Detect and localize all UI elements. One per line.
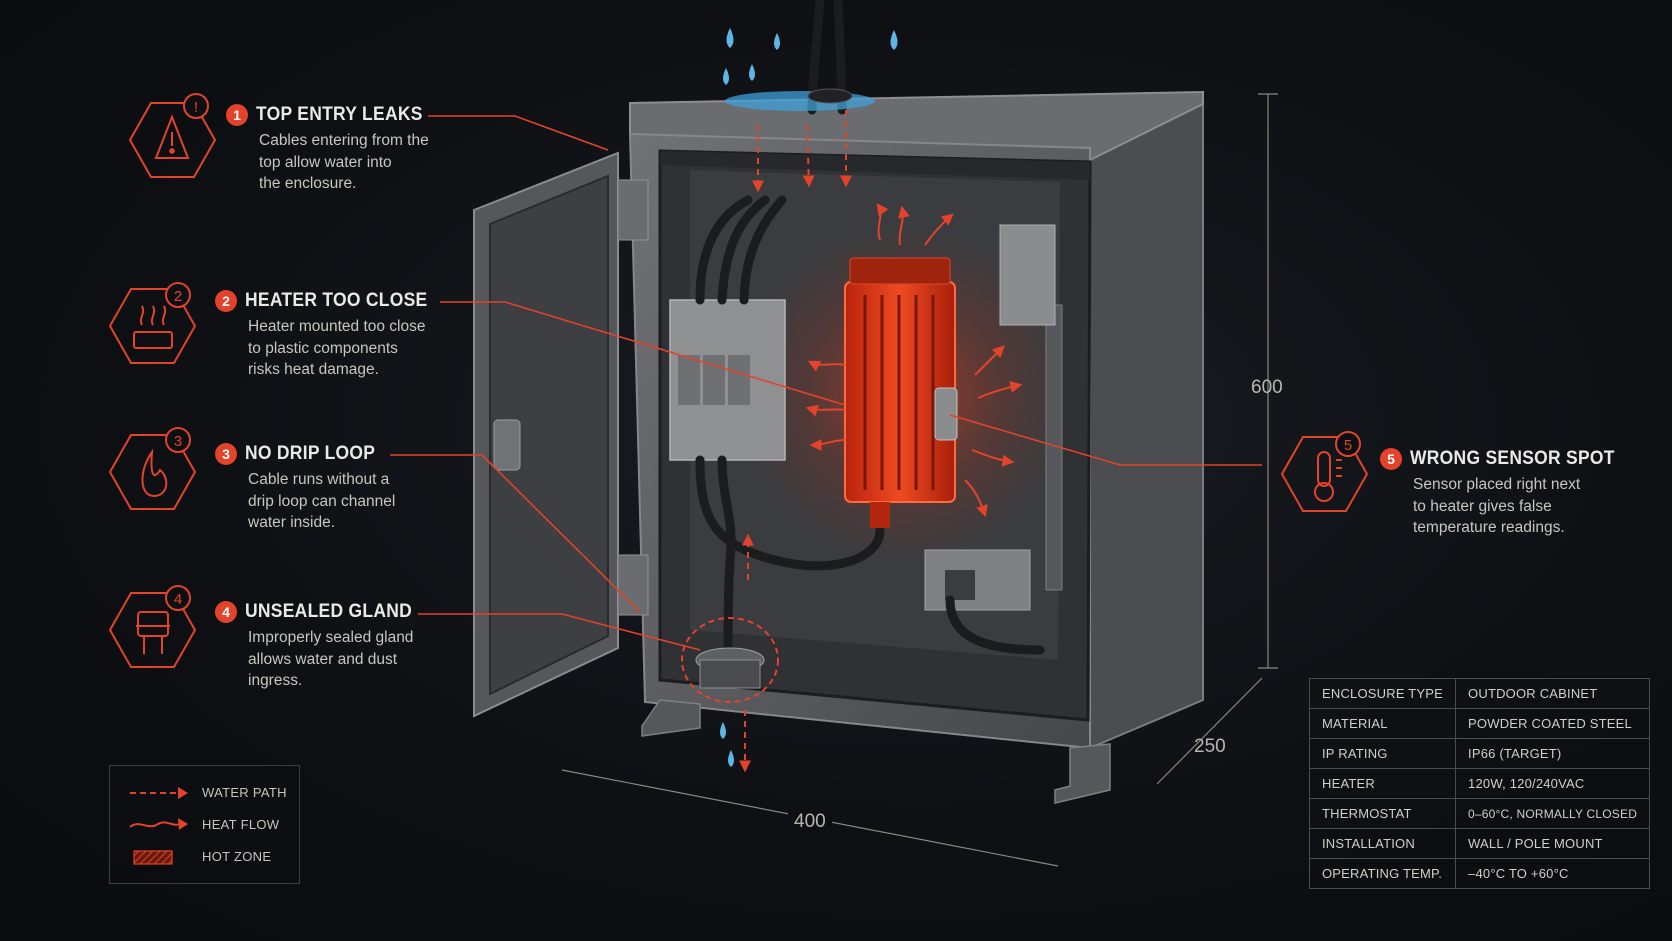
callout-description-line: allows water and dust (248, 650, 398, 668)
callout-number: 4 (215, 601, 237, 623)
dimension-width-label: 400 (788, 811, 832, 833)
callout-icon-5: 5 (1280, 431, 1369, 512)
heat-flow-arrows (805, 203, 1023, 518)
spec-row: IP RATING IP66 (TARGET) (1308, 738, 1651, 769)
callout-description-line: Heater mounted too close (248, 318, 426, 335)
terminal-block-lower (924, 549, 1031, 611)
callout-description-line: Cable runs without a (248, 471, 390, 488)
contactor-block (669, 299, 786, 461)
callout-icon-2: 2 (108, 282, 197, 364)
spec-key: INSTALLATION (1308, 828, 1457, 859)
spec-value: 120W, 120/240VAC (1455, 768, 1651, 799)
callout-icon-4: 4 (108, 585, 197, 668)
spec-value: POWDER COATED STEEL (1455, 708, 1651, 739)
callout-description-line: Sensor placed right next (1413, 476, 1581, 493)
callout-title: NO DRIP LOOP (245, 443, 376, 464)
spec-value: WALL / POLE MOUNT (1455, 828, 1651, 859)
spec-row: THERMOSTAT 0–60°C, NORMALLY CLOSED (1308, 798, 1651, 829)
spec-value: 0–60°C, NORMALLY CLOSED (1455, 798, 1651, 829)
legend: WATER PATH HEAT FLOW HOT ZONE (109, 765, 300, 884)
callout-description: Heater mounted too close to plastic comp… (248, 316, 443, 381)
callout-number: 3 (215, 443, 237, 465)
svg-text:2: 2 (174, 288, 182, 305)
legend-item-heat-flow: HEAT FLOW (110, 813, 299, 837)
callout-no-drip-loop: 3 NO DRIP LOOP Cable runs without a drip… (215, 443, 395, 534)
callout-title: HEATER TOO CLOSE (245, 290, 428, 311)
leader-lines (390, 115, 1262, 651)
callout-number: 2 (215, 290, 237, 312)
dashed-arrow-icon (130, 787, 188, 799)
cabinet-door (473, 151, 649, 718)
din-rail-right (999, 224, 1063, 591)
spec-value: –40°C TO +60°C (1455, 858, 1651, 889)
wavy-arrow-icon (129, 818, 188, 830)
callout-title: TOP ENTRY LEAKS (256, 104, 423, 125)
legend-label: HOT ZONE (202, 849, 272, 864)
spec-row: INSTALLATION WALL / POLE MOUNT (1308, 828, 1651, 859)
legend-label: HEAT FLOW (202, 817, 280, 832)
spec-row: ENCLOSURE TYPE OUTDOOR CABINET (1308, 678, 1651, 709)
callout-description-line: water inside. (248, 514, 336, 531)
spec-table: ENCLOSURE TYPE OUTDOOR CABINET MATERIAL … (1308, 678, 1651, 889)
spec-key: MATERIAL (1308, 708, 1457, 739)
water-drops (720, 28, 898, 767)
legend-label: WATER PATH (202, 785, 287, 800)
callout-number: 5 (1380, 448, 1402, 470)
callout-description-line: Improperly sealed gland (248, 629, 414, 646)
spec-key: IP RATING (1308, 738, 1457, 769)
callout-description-line: drip loop can channel (248, 492, 396, 510)
callout-icon-1: ! (128, 93, 217, 178)
callout-description: Improperly sealed gland allows water and… (248, 627, 427, 692)
callout-description-line: Cables entering from the (259, 132, 429, 149)
callout-description-line: temperature readings. (1413, 519, 1565, 536)
spec-key: THERMOSTAT (1308, 798, 1457, 829)
callout-title: UNSEALED GLAND (245, 601, 413, 622)
dimension-depth-label: 250 (1194, 736, 1226, 757)
callout-description-line: to plastic components (248, 339, 398, 357)
dimension-height-label: 600 (1251, 377, 1283, 398)
callout-description: Sensor placed right next to heater gives… (1413, 474, 1633, 539)
sensor-thermostat (934, 387, 958, 441)
callout-description: Cables entering from the top allow water… (259, 130, 437, 195)
water-path-arrows (739, 110, 852, 773)
svg-text:3: 3 (174, 433, 182, 450)
spec-key: OPERATING TEMP. (1308, 858, 1457, 889)
callout-icon-3: 3 (108, 427, 197, 510)
callout-wrong-sensor-spot: 5 WRONG SENSOR SPOT Sensor placed right … (1380, 448, 1633, 539)
callout-description-line: risks heat damage. (248, 361, 379, 378)
water-pool-top (725, 88, 875, 111)
callout-description-line: ingress. (248, 672, 303, 689)
spec-value: OUTDOOR CABINET (1455, 678, 1651, 709)
callout-description-line: to heater gives false (1413, 497, 1552, 515)
spec-value: IP66 (TARGET) (1455, 738, 1651, 769)
svg-text:5: 5 (1344, 437, 1352, 454)
cable-gland-bottom (681, 617, 779, 703)
callout-description-line: top allow water into (259, 153, 392, 171)
callout-number: 1 (226, 104, 248, 126)
callout-top-entry-leaks: 1 TOP ENTRY LEAKS Cables entering from t… (226, 104, 437, 195)
callout-description: Cable runs without a drip loop can chann… (248, 469, 395, 534)
callout-title: WRONG SENSOR SPOT (1410, 448, 1615, 469)
legend-item-water-path: WATER PATH (110, 781, 299, 805)
legend-item-hot-zone: HOT ZONE (110, 845, 299, 869)
callout-heater-too-close: 2 HEATER TOO CLOSE Heater mounted too cl… (215, 290, 443, 381)
spec-row: MATERIAL POWDER COATED STEEL (1308, 708, 1651, 739)
hatched-box-icon (133, 850, 173, 865)
cables (695, 0, 1045, 655)
spec-row: OPERATING TEMP. –40°C TO +60°C (1308, 858, 1651, 889)
callout-unsealed-gland: 4 UNSEALED GLAND Improperly sealed gland… (215, 601, 427, 692)
spec-key: HEATER (1308, 768, 1457, 799)
svg-text:4: 4 (174, 591, 182, 608)
svg-text:!: ! (194, 99, 198, 116)
spec-row: HEATER 120W, 120/240VAC (1308, 768, 1651, 799)
spec-key: ENCLOSURE TYPE (1308, 678, 1457, 709)
heater-unit (844, 257, 956, 528)
callout-description-line: the enclosure. (259, 175, 357, 192)
